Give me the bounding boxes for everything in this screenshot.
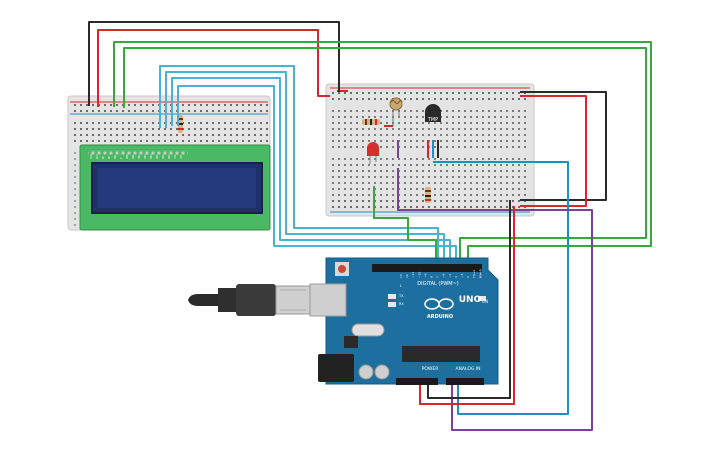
wire-black-lcd [88,21,340,106]
lcd-pin-label: DB0 [126,154,129,159]
lcd-pin-label: DB2 [138,154,141,159]
wire-purple [397,168,593,431]
resistor-2 [425,187,431,203]
wire-cyan-2 [165,71,445,262]
power-jack [318,354,354,382]
wire-cyan-4 [177,85,457,262]
resistor-1 [362,119,380,125]
rx-label: RX [399,302,404,306]
led [367,142,379,164]
wire-black-rail [520,91,607,201]
tx-label: TX [398,294,404,298]
resistor-3 [178,115,183,133]
digital-pin-label: 2 [466,276,470,278]
digital-pin-label: 13 [399,274,403,278]
digital-pin-label: 7 [436,276,440,278]
lcd-pin-label: DB5 [156,154,159,159]
digital-pin-label: TX→1 [472,270,476,279]
lcd-pin-label: GND [90,154,93,159]
analog-label: ANALOG IN [455,366,480,372]
digital-pin-label: ~11 [411,272,415,278]
usb-cable [188,284,311,316]
lcd-pin-label: DB7 [168,154,171,159]
lcd-pin-label: VCC [96,154,99,159]
digital-pin-label: 8 [430,276,434,278]
digital-pin-label: ~6 [442,273,446,278]
sensor-label: TMP [427,117,438,123]
model-label: UNO [459,295,482,305]
wire-red-rail [520,95,587,207]
digital-pin-label: ~9 [423,273,427,278]
wire-cyan-3 [171,77,451,262]
wire-black-power [427,200,511,399]
lcd-pin-label: DB1 [132,154,135,159]
digital-header [372,264,482,272]
digital-pin-label: ~5 [448,273,452,278]
microcontroller-chip [402,346,480,362]
lcd-pin-label: LED [174,154,177,159]
arduino-logo [424,298,454,310]
lcd-pin-label: E [120,157,123,159]
right-breadboard [325,83,535,217]
wire-green-lcd-1 [113,41,652,262]
digital-pin-label: ~10 [417,272,421,278]
analog-header [446,378,484,385]
on-label: ON [482,299,488,304]
l-label: L [400,284,402,288]
lcd-pin-label: DB6 [162,154,165,159]
lcd-pin-label: V0 [102,156,105,159]
wire-green-bb [373,186,437,262]
wire-red-power [419,206,515,405]
photoresistor [389,97,403,126]
digital-label: DIGITAL (PWM~) [417,281,459,287]
lcd-pin-label: RW [114,155,117,159]
digital-pin-label: 4 [454,276,458,278]
lcd-pin-label: RS [108,155,111,159]
digital-pin-label: RX←0 [478,269,482,278]
wire-green-lcd-2 [123,47,647,262]
brand-label: ARDUINO [427,314,453,320]
lcd-pin-label: LED [180,154,183,159]
lcd-pin-label: DB4 [150,154,153,159]
wire-red-lcd [97,29,330,107]
power-header [396,378,438,385]
lcd-pin-label: DB3 [144,154,147,159]
lcd-screen [98,168,256,208]
digital-pin-label: ~3 [460,273,464,278]
wires [88,21,652,431]
temperature-sensor: TMP [425,104,441,123]
usb-port [309,283,347,317]
digital-pin-label: 12 [405,274,409,278]
power-label: POWER [422,366,439,372]
